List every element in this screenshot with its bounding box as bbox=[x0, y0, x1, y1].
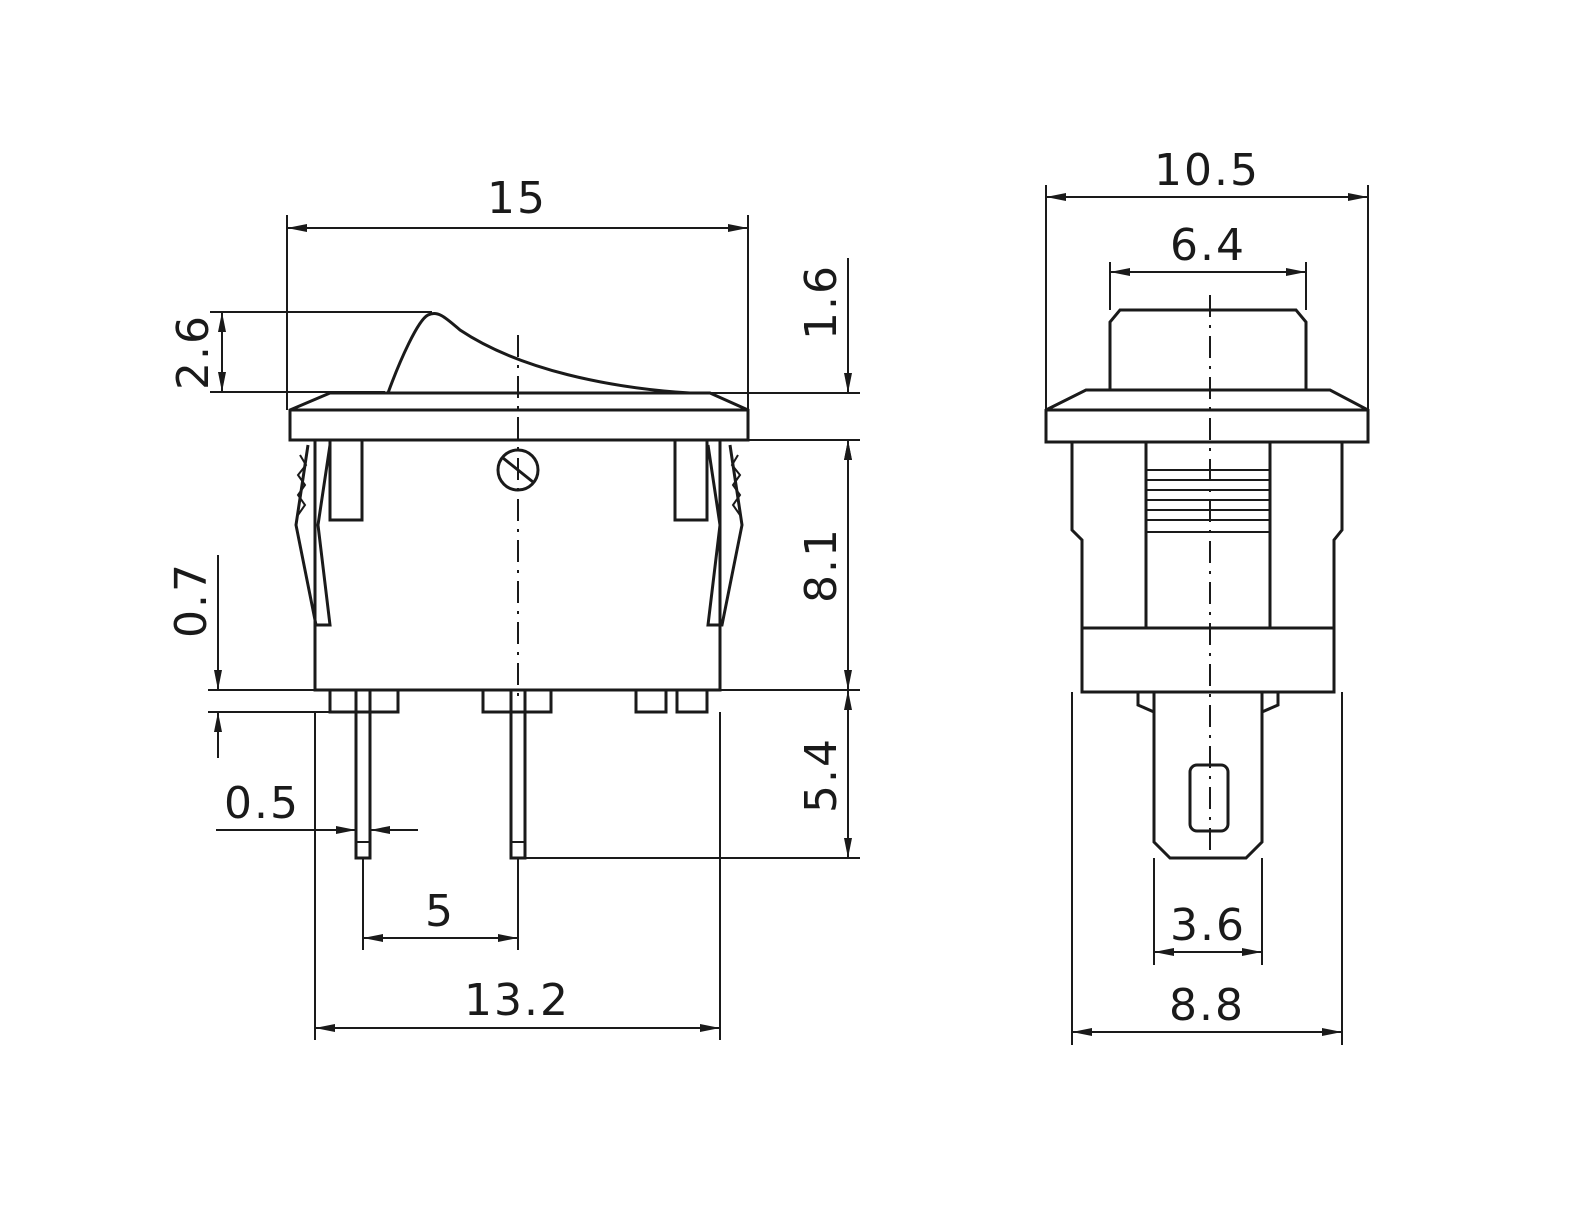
dim-width-15: 15 bbox=[487, 173, 547, 224]
dim-terminal-thickness: 0.5 bbox=[224, 778, 300, 829]
dim-body-width: 13.2 bbox=[464, 975, 570, 1026]
rocker-actuator bbox=[386, 312, 691, 395]
dim-standoff: 0.7 bbox=[166, 562, 217, 638]
dim-terminal-pitch: 5 bbox=[425, 886, 455, 937]
dim-rocker-width: 6.4 bbox=[1170, 220, 1246, 271]
side-body bbox=[1070, 442, 1344, 694]
dim-flange-thickness: 1.6 bbox=[796, 264, 847, 340]
terminal-left bbox=[354, 688, 372, 860]
terminal-center bbox=[509, 688, 527, 860]
ribs bbox=[1146, 469, 1270, 533]
right-latch bbox=[673, 438, 709, 522]
dim-side-body-width: 8.8 bbox=[1169, 980, 1245, 1031]
side-flange bbox=[1044, 388, 1370, 444]
front-view: 15 2.6 1.6 8.1 5.4 0.7 0.5 5 13.2 bbox=[166, 173, 860, 1040]
side-view: 10.5 6.4 3.6 8.8 bbox=[1044, 145, 1370, 1045]
rocker-cap bbox=[1108, 308, 1308, 390]
dim-rocker-height: 2.6 bbox=[168, 314, 219, 390]
dim-body-height: 8.1 bbox=[796, 527, 847, 603]
dim-terminal-width: 3.6 bbox=[1170, 900, 1246, 951]
left-latch bbox=[328, 438, 364, 522]
dim-terminal-length: 5.4 bbox=[796, 737, 847, 813]
side-terminal bbox=[1152, 692, 1264, 860]
dim-flange-width: 10.5 bbox=[1154, 145, 1260, 196]
left-snap-clip bbox=[294, 444, 332, 627]
right-snap-clip bbox=[706, 444, 744, 627]
